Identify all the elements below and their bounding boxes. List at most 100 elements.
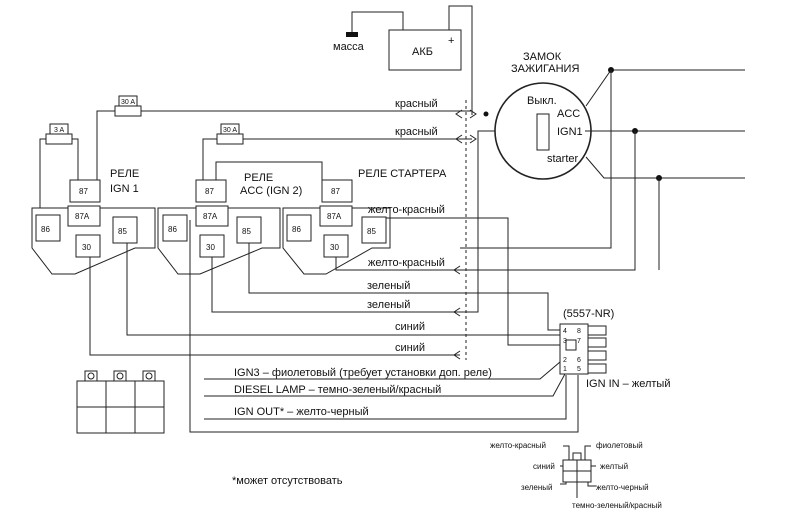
acc-pin-86-label: 86	[168, 225, 177, 234]
starter-output-wire	[585, 156, 745, 179]
fuse-2-left-wire	[39, 138, 46, 215]
ignition-off-label: Выкл.	[527, 95, 557, 107]
fuse-block-cap-2	[113, 370, 127, 382]
ign1-pin-87a-label: 87A	[75, 212, 90, 221]
wire-ign3	[204, 361, 561, 380]
wire-blue-1	[126, 243, 560, 336]
acc-pin-85	[236, 216, 262, 244]
starter-pin-87-label: 87	[331, 187, 340, 196]
ignition-input-wire	[460, 130, 495, 313]
fuse-block	[76, 370, 165, 434]
connector-pin-3: 3	[563, 338, 567, 345]
fuse-2-body	[45, 133, 73, 145]
connector-pin-2: 2	[563, 357, 567, 364]
fuse-1: 30 A	[114, 95, 142, 117]
fuse-3-left-wire	[202, 138, 217, 184]
relay-ign1-title: РЕЛЕ	[110, 168, 139, 180]
acc-pin-87-label: 87	[205, 187, 214, 196]
acc-pin-30-label: 30	[206, 243, 215, 252]
acc-87-link	[215, 161, 323, 185]
fuse-3-label: 30 A	[223, 127, 237, 134]
ign1-pin-85	[112, 216, 138, 244]
starter-pin-87a	[319, 205, 353, 227]
battery-plus-wire	[448, 5, 473, 115]
connector-name: (5557-NR)	[563, 308, 614, 320]
wire-diesel	[204, 371, 567, 397]
ignition-ign1-label: IGN1	[557, 126, 583, 138]
relay-acc-title: РЕЛЕ	[244, 172, 273, 184]
wire-yellow-red-2	[335, 257, 460, 271]
connector-5557: (5557-NR) 4 8 3 7 2 6 1 5 IGN IN – желты…	[559, 308, 670, 390]
connector-pin-1: 1	[563, 366, 567, 373]
battery-label: АКБ	[412, 46, 433, 58]
ground-wire	[351, 11, 404, 34]
acc-pin-87	[195, 179, 227, 203]
connector-tab-3	[587, 350, 607, 361]
wire-label-blue1: синий	[395, 321, 425, 333]
relay-starter-title: РЕЛЕ СТАРТЕРА	[358, 168, 447, 180]
fuse-2: 3 A	[45, 123, 73, 145]
connector-ign-in-label: IGN IN – желтый	[586, 378, 670, 390]
wire-green-1	[248, 243, 560, 331]
connector-pin-6: 6	[577, 357, 581, 364]
legend-yellow: желтый	[600, 462, 628, 471]
wire-label-yellow-red2: желто-красный	[368, 257, 445, 269]
ign1-pin-30-label: 30	[82, 243, 91, 252]
arrow-blue2	[453, 350, 461, 360]
ignition-title-line2: ЗАЖИГАНИЯ	[511, 63, 579, 75]
ign1-pin-87a	[67, 205, 101, 227]
fuse-3: 30 A	[216, 123, 244, 145]
arrow-red2-right	[469, 134, 477, 144]
connector-pin-8: 8	[577, 328, 581, 335]
arrow-green2	[453, 307, 461, 317]
legend-yellow-black: желто-черный	[596, 483, 649, 492]
battery: АКБ + масса	[333, 5, 473, 115]
fuse-2-right-wire	[72, 138, 79, 184]
wire-ign-out	[204, 375, 567, 420]
starter-pin-87	[321, 179, 353, 203]
wire-label-green1: зеленый	[367, 280, 410, 292]
connector-pin-7: 7	[577, 338, 581, 345]
ign1-pin-85-label: 85	[118, 227, 127, 236]
footnote: *может отсутствовать	[232, 475, 343, 487]
legend-violet: фиолетовый	[596, 441, 643, 450]
relay-acc-subtitle: ACC (IGN 2)	[240, 185, 302, 197]
legend-blue: синий	[533, 462, 555, 471]
wire-label-diesel: DIESEL LAMP – темно-зеленый/красный	[234, 384, 441, 396]
ign1-drop-wire	[460, 131, 636, 271]
acc-drop-wire	[460, 70, 612, 249]
acc-pin-87a	[195, 205, 229, 227]
arrow-yellow-red2	[453, 265, 461, 275]
fuse-1-body	[114, 105, 142, 117]
ignition-title-line1: ЗАМОК	[523, 51, 562, 63]
legend-wire-violet	[584, 445, 591, 460]
starter-pin-86	[286, 214, 312, 242]
legend-wire-yellow-black	[587, 482, 596, 487]
wire-label-red2: красный	[395, 126, 438, 138]
fuse-2-label: 3 A	[54, 127, 64, 134]
connector-tab-4	[587, 363, 607, 374]
connector-tab-1	[587, 325, 607, 336]
wire-yellow-red-1	[385, 217, 560, 346]
connector-latch	[565, 339, 577, 351]
wire-label-blue2: синий	[395, 342, 425, 354]
ign1-pin-87-label: 87	[79, 187, 88, 196]
ignition-starter-label: starter	[547, 153, 579, 165]
wire-green-2	[211, 257, 460, 313]
fuse-1-label: 30 A	[121, 99, 135, 106]
legend-connector: желто-красный фиолетовый синий желтый зе…	[490, 441, 662, 510]
starter-pin-87a-label: 87A	[327, 212, 342, 221]
wire-label-green2: зеленый	[367, 299, 410, 311]
legend-wire-yellow-red	[563, 445, 570, 460]
wire-ign-in	[189, 220, 579, 433]
starter-pin-86-label: 86	[292, 225, 301, 234]
fuse-1-left-wire	[96, 110, 115, 184]
ign1-pin-86	[35, 214, 61, 242]
ground-label: масса	[333, 41, 365, 53]
ign1-pin-30	[75, 234, 101, 258]
wire-label-ign3: IGN3 – фиолетовый (требует установки доп…	[234, 367, 492, 379]
ignition-acc-label: ACC	[557, 108, 580, 120]
battery-plus-sign: +	[448, 35, 454, 47]
